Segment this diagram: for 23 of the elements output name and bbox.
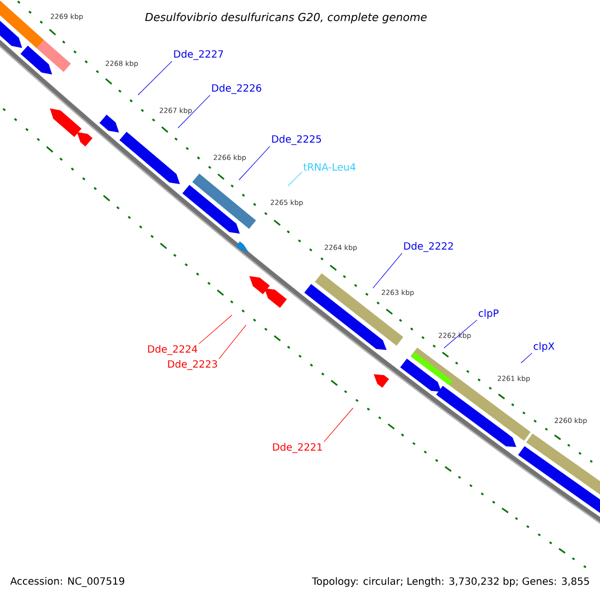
leader-line xyxy=(444,320,478,348)
gene-label: Dde_2224 xyxy=(148,345,198,355)
leader-line xyxy=(218,324,246,360)
gene-label: tRNA-Leu4 xyxy=(303,163,356,171)
leader-line xyxy=(198,314,232,344)
gene-label: Dde_2225 xyxy=(272,135,321,145)
gene-label: clpX xyxy=(534,342,554,352)
leader-line xyxy=(324,408,354,442)
gene-label: Dde_2221 xyxy=(273,443,322,453)
leader-line xyxy=(288,172,302,186)
leader-line xyxy=(238,146,270,180)
gene-label: Dde_2223 xyxy=(168,360,217,370)
leader-line xyxy=(178,94,210,128)
gene-label: Dde_2222 xyxy=(404,242,453,252)
gene-label: Dde_2227 xyxy=(174,50,223,60)
footer-text: Accession: NC_007519 xyxy=(10,577,124,587)
leader-line xyxy=(372,252,402,288)
gene-label: Dde_2226 xyxy=(212,84,262,94)
leader-line xyxy=(520,352,532,364)
footer-text: Topology: circular; Length: 3,730,232 bp; Genes: 3,855 xyxy=(312,577,589,587)
gene-label: clpP xyxy=(478,309,499,319)
title: Desulfovibrio desulfuricans G20, complete genome xyxy=(145,12,427,24)
leader-line xyxy=(138,60,172,96)
